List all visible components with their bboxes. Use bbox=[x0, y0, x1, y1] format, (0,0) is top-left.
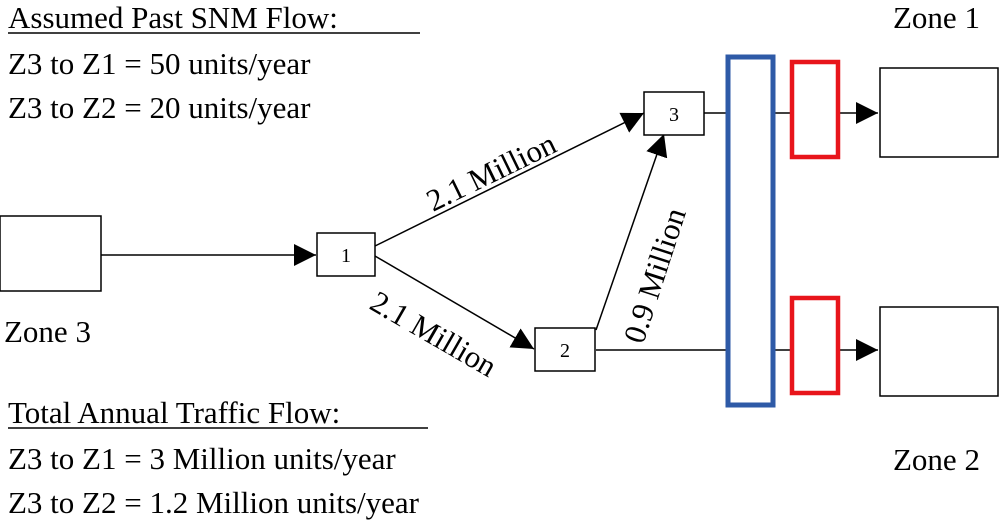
node2-box bbox=[534, 327, 596, 372]
zone3-label: Zone 3 bbox=[4, 314, 91, 349]
past-flow-line1: Z3 to Z1 = 50 units/year bbox=[8, 46, 311, 81]
checkpoint-zone1 bbox=[789, 59, 841, 160]
past-flow-heading: Assumed Past SNM Flow: bbox=[8, 0, 338, 35]
zone2-label: Zone 2 bbox=[893, 442, 980, 477]
node3-label: 3 bbox=[669, 104, 679, 126]
edge-node2-to-node3 bbox=[595, 133, 668, 331]
edge-label-1-2: 2.1 Million bbox=[365, 284, 504, 384]
node1-box bbox=[316, 232, 376, 277]
zone1-label: Zone 1 bbox=[893, 0, 980, 35]
node3-box bbox=[643, 91, 705, 136]
checkpoint-zone2 bbox=[789, 295, 841, 396]
edge-label-2-3: 0.9 Million bbox=[616, 203, 693, 347]
zone3-box bbox=[0, 215, 102, 292]
zone1-box bbox=[879, 67, 999, 158]
edge-label-1-3: 2.1 Million bbox=[421, 125, 562, 218]
total-flow-line1: Z3 to Z1 = 3 Million units/year bbox=[8, 441, 396, 476]
zone2-box bbox=[879, 306, 999, 397]
node1-label: 1 bbox=[341, 245, 351, 267]
total-flow-heading: Total Annual Traffic Flow: bbox=[8, 395, 340, 430]
edge-node1-to-node2 bbox=[374, 255, 535, 350]
edge-node1-to-node3 bbox=[374, 112, 645, 247]
total-flow-line2: Z3 to Z2 = 1.2 Million units/year bbox=[8, 485, 420, 520]
barrier-box bbox=[725, 54, 776, 408]
node2-label: 2 bbox=[560, 340, 570, 362]
past-flow-line2: Z3 to Z2 = 20 units/year bbox=[8, 90, 311, 125]
